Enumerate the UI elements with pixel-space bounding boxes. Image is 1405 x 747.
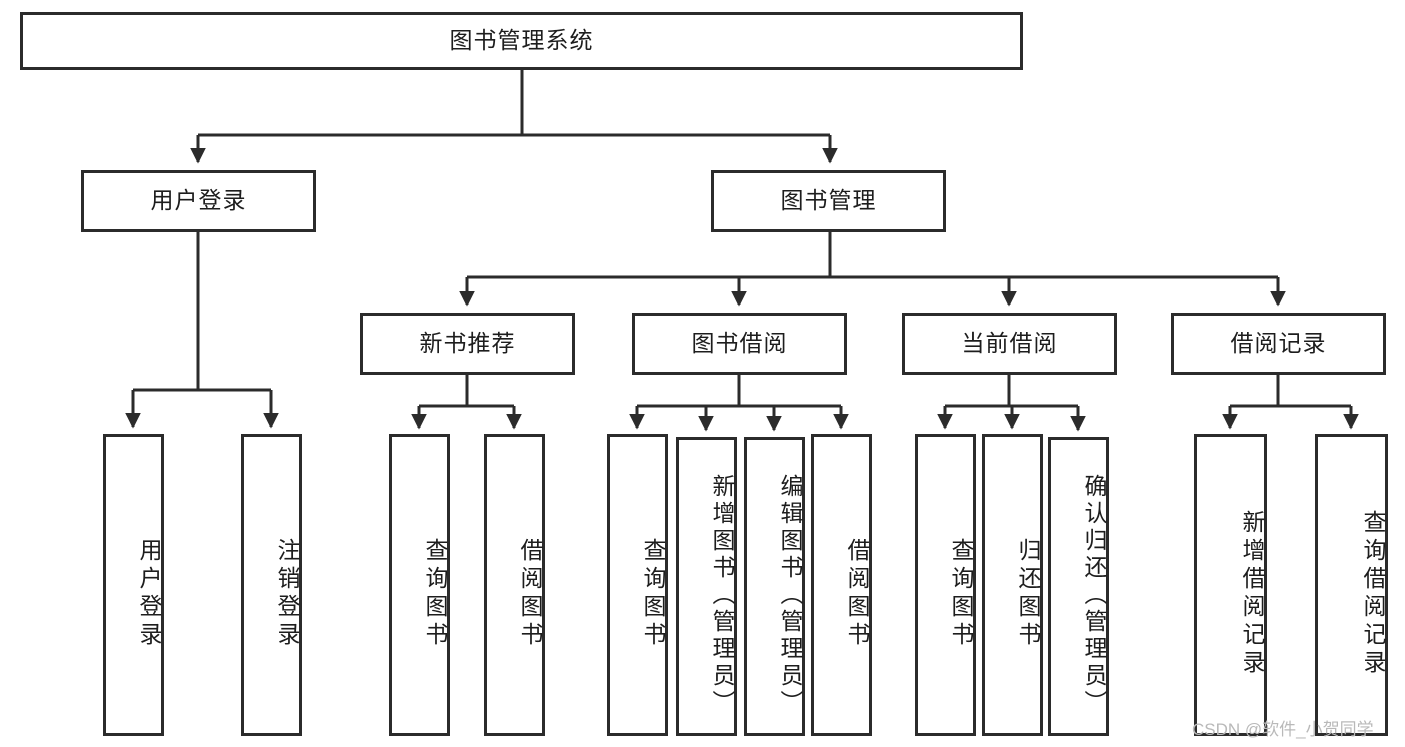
node-root-label: 图书管理系统 (449, 27, 594, 54)
leaf-label: 归还图书 (1015, 538, 1041, 650)
leaf-label: 查询借阅记录 (1360, 510, 1386, 678)
node-new-book-recommend[interactable]: 新书推荐 (360, 313, 575, 375)
leaf-current-borrow-query[interactable]: 查询图书 (915, 434, 976, 736)
leaf-label: 新增图书（管理员） (709, 474, 735, 717)
leaf-label: 注销登录 (274, 538, 300, 650)
leaf-new-book-borrow[interactable]: 借阅图书 (484, 434, 545, 736)
node-current-borrow[interactable]: 当前借阅 (902, 313, 1117, 375)
leaf-current-borrow-return[interactable]: 归还图书 (982, 434, 1043, 736)
node-borrow-record-label: 借阅记录 (1230, 330, 1327, 357)
node-book-management[interactable]: 图书管理 (711, 170, 946, 232)
leaf-label: 编辑图书（管理员） (777, 474, 803, 717)
leaf-book-borrow-edit[interactable]: 编辑图书（管理员） (744, 437, 805, 736)
node-new-book-recommend-label: 新书推荐 (419, 330, 516, 357)
leaf-label: 新增借阅记录 (1239, 510, 1265, 678)
node-book-borrow-label: 图书借阅 (691, 330, 788, 357)
leaf-borrow-record-query[interactable]: 查询借阅记录 (1315, 434, 1388, 736)
leaf-label: 查询图书 (422, 538, 448, 650)
leaf-book-borrow-query[interactable]: 查询图书 (607, 434, 668, 736)
leaf-user-login-signout[interactable]: 注销登录 (241, 434, 302, 736)
node-current-borrow-label: 当前借阅 (961, 330, 1058, 357)
leaf-label: 用户登录 (136, 538, 162, 650)
leaf-new-book-query[interactable]: 查询图书 (389, 434, 450, 736)
leaf-label: 查询图书 (640, 538, 666, 650)
node-user-login[interactable]: 用户登录 (81, 170, 316, 232)
leaf-label: 借阅图书 (844, 538, 870, 650)
leaf-label: 查询图书 (948, 538, 974, 650)
node-borrow-record[interactable]: 借阅记录 (1171, 313, 1386, 375)
node-book-management-label: 图书管理 (780, 187, 877, 214)
leaf-borrow-record-add[interactable]: 新增借阅记录 (1194, 434, 1267, 736)
leaf-user-login-signin[interactable]: 用户登录 (103, 434, 164, 736)
node-book-borrow[interactable]: 图书借阅 (632, 313, 847, 375)
node-user-login-label: 用户登录 (150, 187, 247, 214)
leaf-current-borrow-confirm-return[interactable]: 确认归还（管理员） (1048, 437, 1109, 736)
node-root[interactable]: 图书管理系统 (20, 12, 1023, 70)
leaf-label: 确认归还（管理员） (1081, 474, 1107, 717)
leaf-label: 借阅图书 (517, 538, 543, 650)
watermark: CSDN @软件_小贺同学 (1192, 720, 1374, 739)
leaf-book-borrow-lend[interactable]: 借阅图书 (811, 434, 872, 736)
leaf-book-borrow-add[interactable]: 新增图书（管理员） (676, 437, 737, 736)
